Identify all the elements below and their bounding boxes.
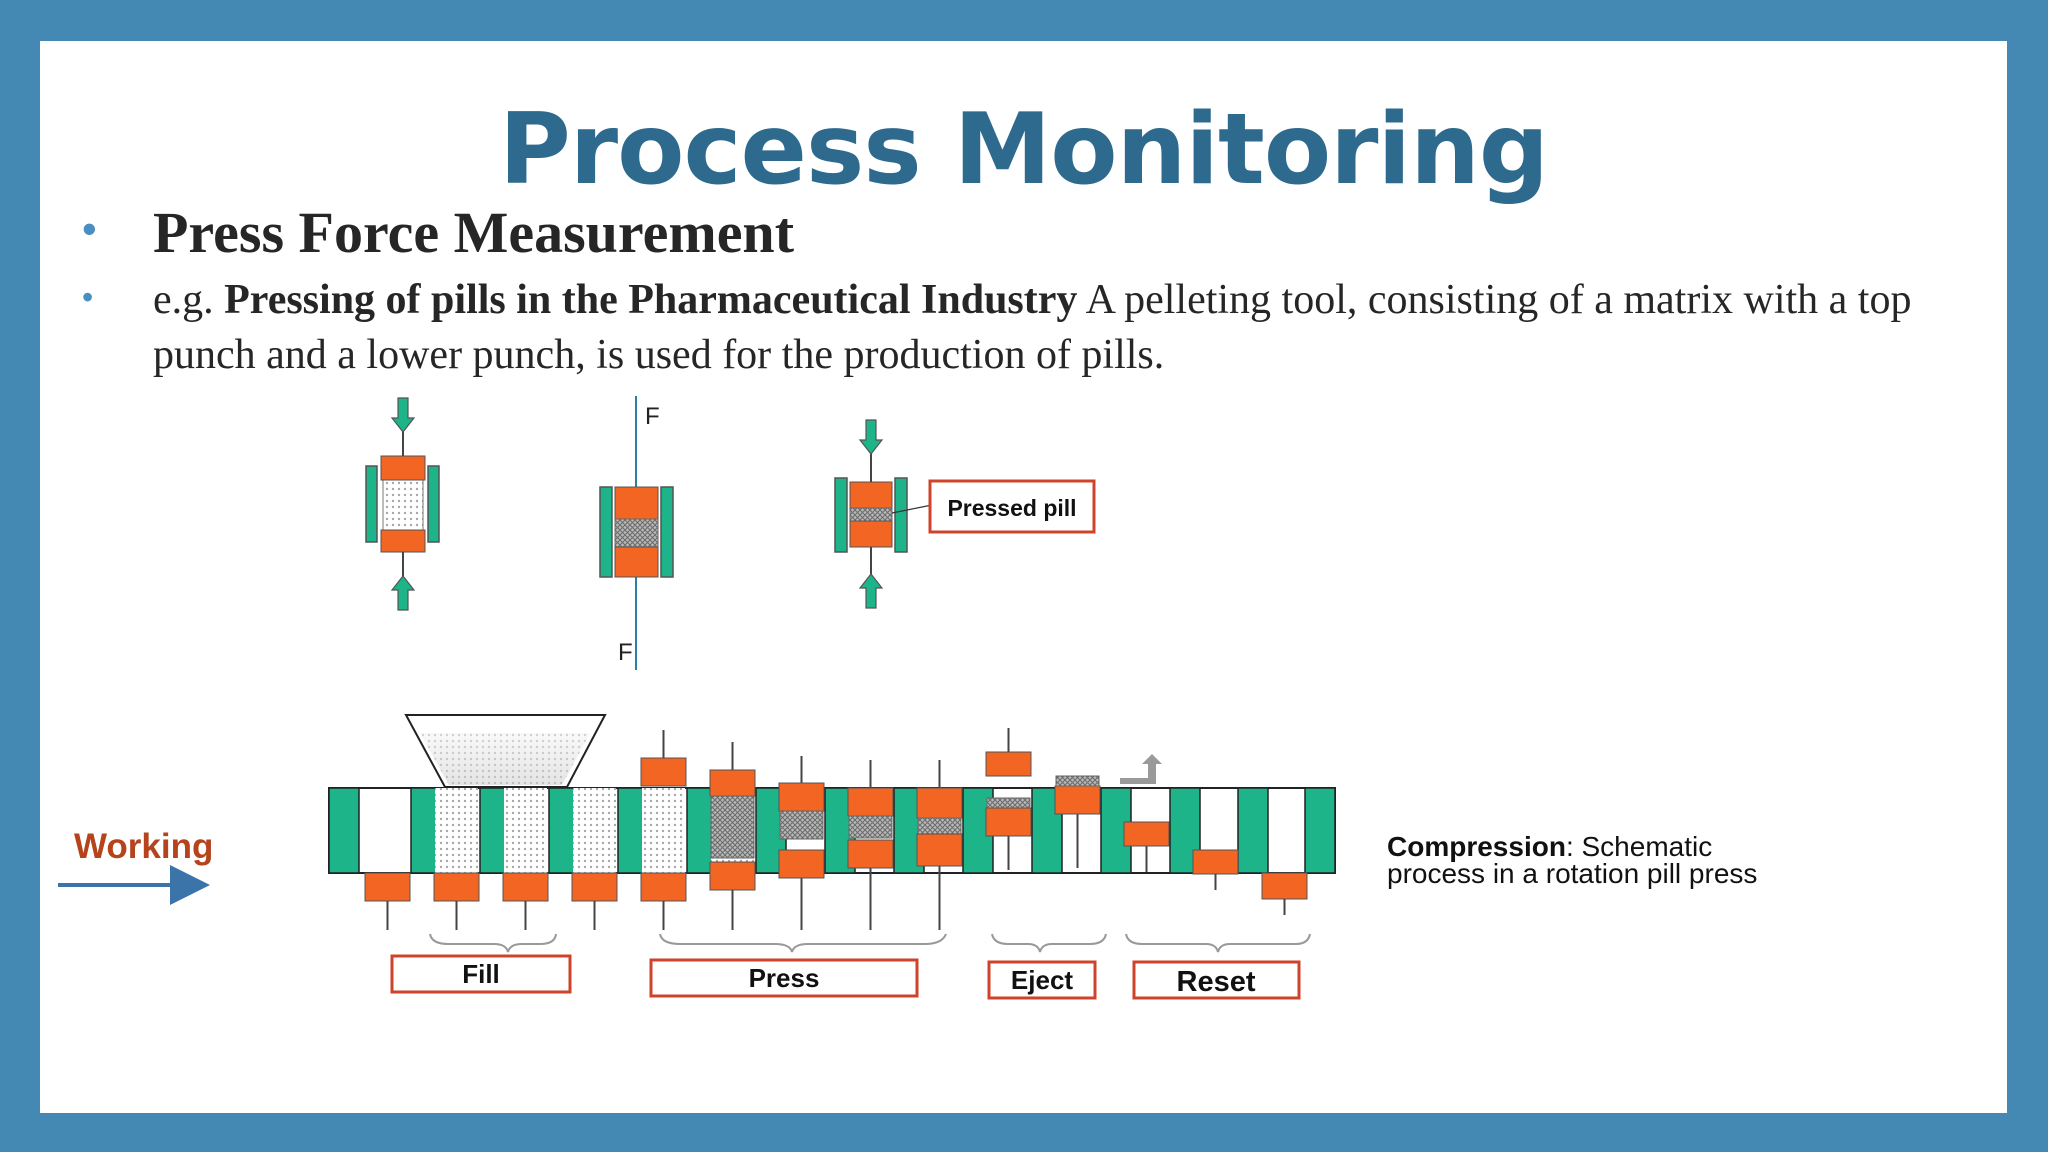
slide-title: Process Monitoring <box>498 93 1549 207</box>
caption-line2: process in a rotation pill press <box>1387 858 1757 889</box>
bottom-punch <box>1192 849 1239 875</box>
bottom-punch <box>433 872 480 902</box>
stage-reset-label: Reset <box>1177 966 1256 998</box>
stage-labels: Fill Press Eject Reset <box>390 954 1301 1000</box>
stage-braces <box>429 933 1311 953</box>
bottom-punch <box>847 839 894 869</box>
pill <box>917 817 962 835</box>
bottom-punch <box>571 872 618 902</box>
pressed-pill-label: Pressed pill <box>947 495 1076 521</box>
bottom-punch <box>1054 785 1101 815</box>
powder-fill <box>642 788 685 873</box>
stage-press-label: Press <box>749 963 820 993</box>
diagram-caption: Compression: Schematic process in a rota… <box>1387 831 1757 889</box>
powder-fill <box>504 788 547 873</box>
arrow-up-icon <box>858 573 884 609</box>
bottom-punch <box>1123 821 1170 847</box>
reset-arrow-icon <box>1120 754 1162 784</box>
bottom-punch <box>1261 872 1308 900</box>
die-matrix <box>1304 787 1336 874</box>
stage-fill-label: Fill <box>462 959 500 989</box>
bottom-punch <box>640 872 687 902</box>
bottom-punch <box>778 849 825 879</box>
bullet-1-text: Press Force Measurement <box>153 200 795 265</box>
bottom-punch <box>985 807 1032 837</box>
bullet-dot: • <box>82 279 94 315</box>
powder-fill <box>573 788 616 873</box>
pill <box>848 815 893 839</box>
bullet-dot: • <box>82 205 97 252</box>
die-matrix <box>328 787 360 874</box>
tool-pressing: F F <box>599 396 674 670</box>
bullet-2-rest: A pelleting tool, consisting of a matrix… <box>153 277 1912 378</box>
bottom-punch <box>364 872 411 902</box>
pill <box>710 795 755 859</box>
top-punch <box>985 751 1032 777</box>
working-label: Working <box>74 827 213 866</box>
top-punch <box>916 787 963 819</box>
pill <box>779 810 824 840</box>
pill <box>986 797 1031 809</box>
caption-line1: : Schematic <box>1566 831 1712 862</box>
force-label-bottom: F <box>618 639 633 666</box>
bottom-punch <box>502 872 549 902</box>
powder-fill <box>435 788 478 873</box>
ejected-pill <box>1055 775 1100 787</box>
svg-text:Compression: Schematic: Compression: Schematic <box>1387 831 1712 862</box>
tool-pressed: Pressed pill <box>834 419 1096 609</box>
bullet-2-bold: Pressing of pills in the Pharmaceutical … <box>224 277 1078 323</box>
bottom-punch <box>916 833 963 867</box>
arrow-up-icon <box>390 575 416 611</box>
top-punch <box>640 757 687 787</box>
pill-press-diagram: F F Pressed pill Working <box>58 396 1757 1000</box>
bullet-2-prefix: e.g. <box>153 277 225 323</box>
die-matrix <box>1237 787 1269 874</box>
top-punch <box>778 782 825 812</box>
bullet-2-text: e.g. Pressing of pills in the Pharmaceut… <box>153 273 1913 383</box>
bottom-punch <box>709 861 756 891</box>
top-punch <box>847 787 894 817</box>
caption-bold: Compression <box>1387 831 1566 862</box>
pressed-pill-box <box>928 479 1096 534</box>
tool-filled <box>365 397 440 611</box>
stage-eject-label: Eject <box>1011 965 1073 995</box>
rotary-press-strip <box>328 728 1336 930</box>
arrow-down-icon <box>858 419 884 455</box>
hopper <box>404 714 607 788</box>
force-label-top: F <box>645 403 660 430</box>
arrow-down-icon <box>390 397 416 433</box>
top-punch <box>709 769 756 797</box>
slide: Process Monitoring • Press Force Measure… <box>40 41 2007 1113</box>
